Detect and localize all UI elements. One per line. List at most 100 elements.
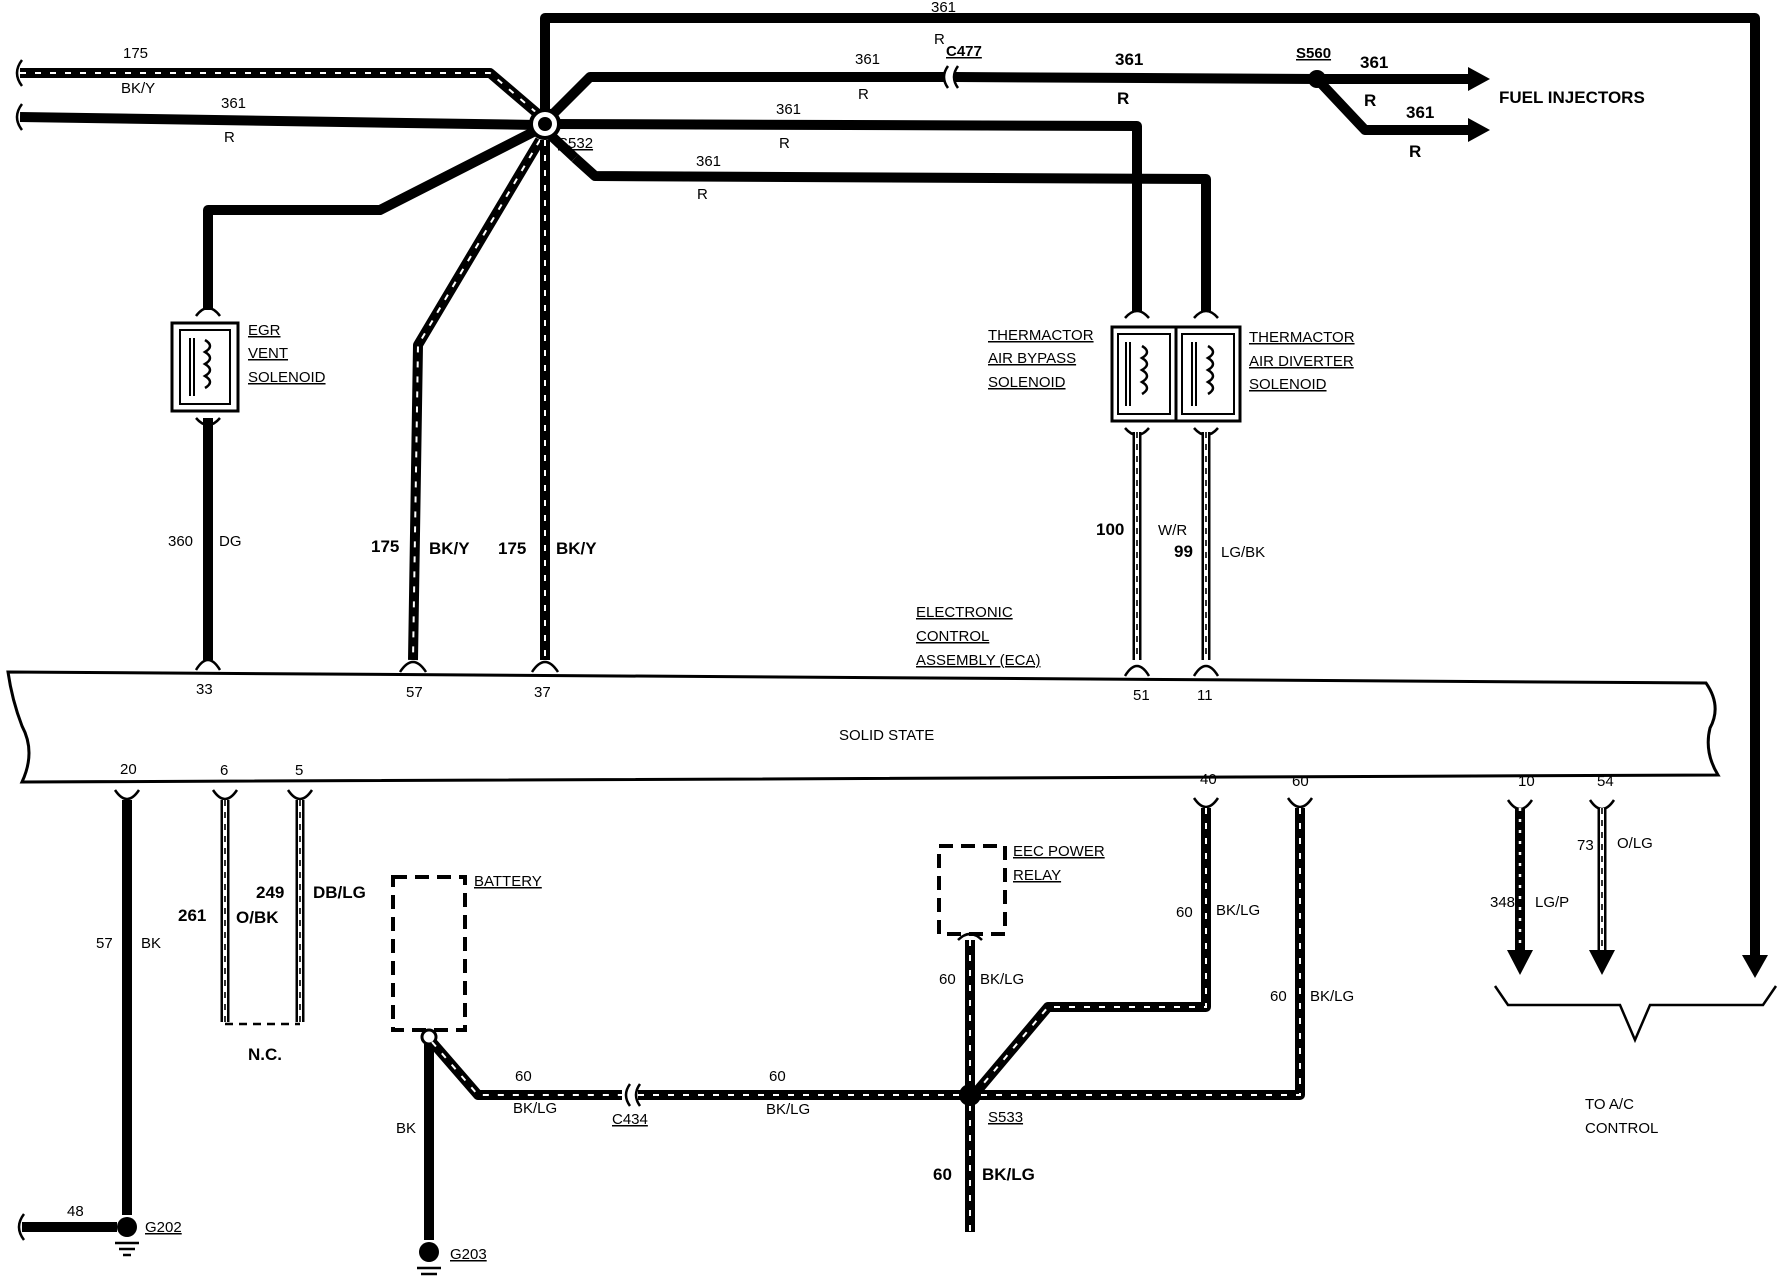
label-99-color: LG/BK	[1221, 544, 1265, 561]
label-361-inj2: 361	[1406, 103, 1434, 122]
label-60-pin40-color: BK/LG	[1216, 902, 1260, 919]
pin-5: 5	[295, 762, 303, 779]
label-60-mid: 60	[769, 1068, 786, 1085]
ground-g202	[115, 1217, 139, 1257]
pin-54: 54	[1597, 773, 1614, 790]
label-361-c477-left-color: R	[858, 86, 869, 103]
bottom-pin-connectors	[113, 789, 1616, 811]
splice-s533	[959, 1084, 981, 1106]
wire-348-lg-p	[1507, 808, 1533, 975]
thermactor-air-bypass-solenoid	[1110, 309, 1178, 437]
wire-361-to-bypass	[544, 119, 1142, 312]
label-g203: G203	[450, 1246, 487, 1263]
wire-73-o-lg	[1589, 808, 1615, 975]
pin-6: 6	[220, 762, 228, 779]
label-361-inj1: 361	[1360, 53, 1388, 72]
label-73-color: O/LG	[1617, 835, 1653, 852]
label-60-mid-color: BK/LG	[766, 1101, 810, 1118]
label-175-a: 175	[371, 537, 399, 556]
label-ac-control-2: CONTROL	[1585, 1120, 1658, 1137]
eca-module	[6, 670, 1721, 784]
label-c477: C477	[946, 43, 982, 60]
pin-40: 40	[1200, 771, 1217, 788]
label-eec-relay-2: RELAY	[1013, 867, 1061, 884]
label-361-top-color: R	[934, 31, 945, 48]
label-bypass-1: THERMACTOR	[988, 327, 1094, 344]
wire-361-left	[15, 103, 539, 131]
label-nc: N.C.	[248, 1045, 282, 1064]
label-eca-1: ELECTRONIC	[916, 604, 1013, 621]
egr-vent-solenoid	[170, 306, 240, 427]
eec-power-relay	[937, 844, 1007, 941]
pin-57: 57	[406, 684, 423, 701]
pin-37: 37	[534, 684, 551, 701]
label-361-bypass: 361	[776, 101, 801, 118]
label-361-inj1-color: R	[1364, 91, 1376, 110]
wire-361-injector-2	[1313, 75, 1490, 142]
label-361-bypass-color: R	[779, 135, 790, 152]
label-175-top: 175	[123, 45, 148, 62]
label-361-left: 361	[221, 95, 246, 112]
label-175-b-color: BK/Y	[556, 539, 597, 558]
label-100-color: W/R	[1158, 522, 1187, 539]
label-bypass-3: SOLENOID	[988, 374, 1066, 391]
wire-48	[17, 1213, 117, 1241]
label-249: 249	[256, 883, 284, 902]
thermactor-air-diverter-solenoid	[1174, 309, 1242, 437]
label-fuel-injectors: FUEL INJECTORS	[1499, 88, 1645, 107]
label-s532: S532	[558, 135, 593, 152]
label-60-down-color: BK/LG	[982, 1165, 1035, 1184]
splice-s560	[1308, 70, 1326, 88]
wire-60-pin60	[978, 808, 1305, 1100]
splice-s532	[529, 108, 561, 140]
pin-33: 33	[196, 681, 213, 698]
label-73: 73	[1577, 837, 1594, 854]
top-pin-connectors	[194, 658, 1220, 677]
label-60-batt: 60	[515, 1068, 532, 1085]
label-361-c477-right-color: R	[1117, 89, 1129, 108]
label-360-color: DG	[219, 533, 242, 550]
label-60-relay: 60	[939, 971, 956, 988]
wire-361-to-diverter	[571, 154, 1211, 312]
label-60-relay-color: BK/LG	[980, 971, 1024, 988]
label-175-top-color: BK/Y	[121, 80, 155, 97]
label-eca-3: ASSEMBLY (ECA)	[916, 652, 1040, 669]
wire-361-to-egr	[203, 121, 548, 310]
battery	[391, 875, 467, 1046]
label-60-pin60-color: BK/LG	[1310, 988, 1354, 1005]
label-battery: BATTERY	[474, 873, 542, 890]
label-diverter-3: SOLENOID	[1249, 376, 1327, 393]
ac-control-brace	[1493, 985, 1778, 1044]
wire-175-bk-y-top	[15, 59, 549, 124]
wire-60-battery-to-c434	[428, 1038, 622, 1100]
label-egr-1: EGR	[248, 322, 281, 339]
label-egr-2: VENT	[248, 345, 288, 362]
label-g202: G202	[145, 1219, 182, 1236]
label-57: 57	[96, 935, 113, 952]
label-261: 261	[178, 906, 206, 925]
wire-361-to-c477	[541, 65, 1318, 126]
pin-20: 20	[120, 761, 137, 778]
ground-g203	[417, 1242, 441, 1276]
label-361-diverter: 361	[696, 153, 721, 170]
label-175-a-color: BK/Y	[429, 539, 470, 558]
label-57-color: BK	[141, 935, 161, 952]
label-60-batt-color: BK/LG	[513, 1100, 557, 1117]
label-diverter-2: AIR DIVERTER	[1249, 353, 1354, 370]
label-60-pin40: 60	[1176, 904, 1193, 921]
label-175-b: 175	[498, 539, 526, 558]
connector-c434	[624, 1083, 642, 1107]
label-s533: S533	[988, 1109, 1023, 1126]
label-c434: C434	[612, 1111, 648, 1128]
pin-51: 51	[1133, 687, 1150, 704]
pin-11: 11	[1197, 687, 1213, 704]
label-360: 360	[168, 533, 193, 550]
label-249-color: DB/LG	[313, 883, 366, 902]
label-348-color: LG/P	[1535, 894, 1569, 911]
label-diverter-1: THERMACTOR	[1249, 329, 1355, 346]
label-60-down: 60	[933, 1165, 952, 1184]
label-solid-state: SOLID STATE	[839, 727, 934, 744]
label-100: 100	[1096, 520, 1124, 539]
label-bk-battery: BK	[396, 1120, 416, 1137]
